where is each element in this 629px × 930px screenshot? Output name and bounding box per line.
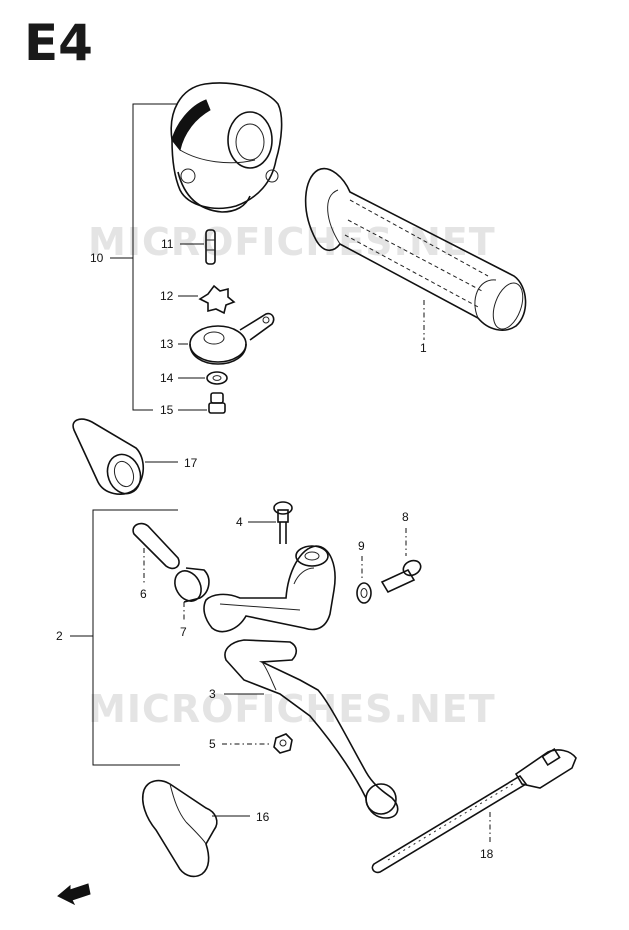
callout-18: 18 xyxy=(480,847,494,861)
part-16-lever-cover xyxy=(141,779,218,878)
part-8-pivot-bolt xyxy=(380,559,422,594)
part-1-handlebar-grip xyxy=(304,167,527,331)
front-direction-arrow-icon xyxy=(57,883,91,906)
part-6-pin xyxy=(132,522,180,570)
callout-8: 8 xyxy=(402,510,409,524)
callout-3: 3 xyxy=(209,687,216,701)
callout-5: 5 xyxy=(209,737,216,751)
part-13-throttle-pulley xyxy=(189,312,275,365)
part-18-cable-tie xyxy=(371,747,577,874)
group-bracket-2 xyxy=(92,509,180,766)
part-12-star-washer xyxy=(198,284,236,315)
callout-6: 6 xyxy=(140,587,147,601)
group-bracket-10 xyxy=(132,103,178,411)
callout-10: 10 xyxy=(90,251,104,265)
part-14-washer xyxy=(206,371,228,385)
part-17-rubber-boot xyxy=(72,418,145,495)
watermark-bottom: MICROFICHES.NET xyxy=(88,687,496,731)
callout-15: 15 xyxy=(160,403,174,417)
part-5-nut xyxy=(273,733,293,754)
callout-7: 7 xyxy=(180,625,187,639)
callout-2: 2 xyxy=(56,629,63,643)
callout-14: 14 xyxy=(160,371,174,385)
part-9-washer xyxy=(356,582,372,604)
callout-12: 12 xyxy=(160,289,174,303)
part-4-bolt xyxy=(273,501,293,544)
callout-4: 4 xyxy=(236,515,243,529)
callout-1: 1 xyxy=(420,341,427,355)
callout-9: 9 xyxy=(358,539,365,553)
callout-13: 13 xyxy=(160,337,174,351)
part-15-bolt xyxy=(208,392,226,414)
callout-16: 16 xyxy=(256,810,270,824)
lever-holder-bracket xyxy=(203,545,336,633)
page-code: E4 xyxy=(24,14,93,72)
part-3-brake-lever xyxy=(224,639,399,819)
throttle-housing-illustration xyxy=(170,82,283,213)
callout-17: 17 xyxy=(184,456,198,470)
part-7-bushing xyxy=(174,567,210,603)
callout-11: 11 xyxy=(161,237,174,251)
part-11-screw xyxy=(205,229,216,265)
watermark-top: MICROFICHES.NET xyxy=(88,220,496,264)
